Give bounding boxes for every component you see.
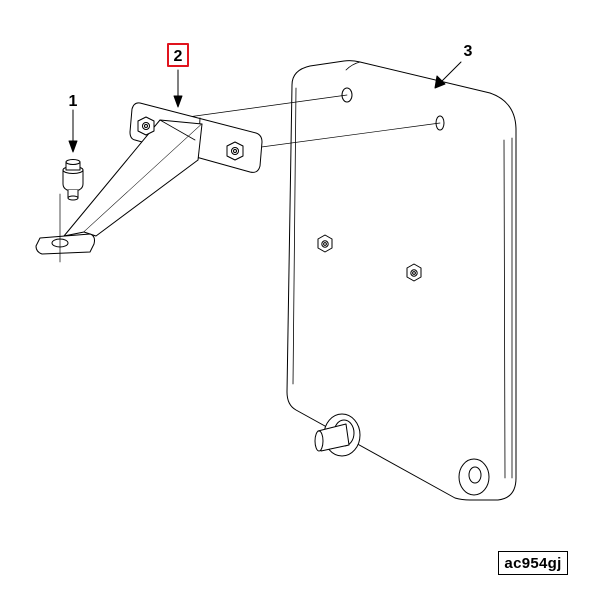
plate-hole-boss	[458, 458, 490, 496]
svg-text:2: 2	[174, 48, 183, 65]
callout-1: 1	[68, 93, 78, 153]
plate-stud-boss	[314, 413, 361, 457]
mounting-plate	[286, 60, 517, 501]
bracket-nut-right	[226, 141, 244, 161]
plate-nut-lower	[406, 263, 422, 282]
highlight-box	[167, 43, 189, 67]
flange-bolt	[59, 159, 84, 263]
callout-2: 2	[167, 43, 189, 108]
svg-text:3: 3	[464, 43, 473, 60]
figure-code-label: ac954gj	[498, 551, 568, 575]
callout-3: 3	[434, 43, 473, 89]
svg-text:1: 1	[69, 93, 78, 110]
bracket-nut-left	[137, 116, 155, 136]
support-bracket	[35, 102, 263, 255]
plate-nut-upper	[317, 234, 333, 253]
